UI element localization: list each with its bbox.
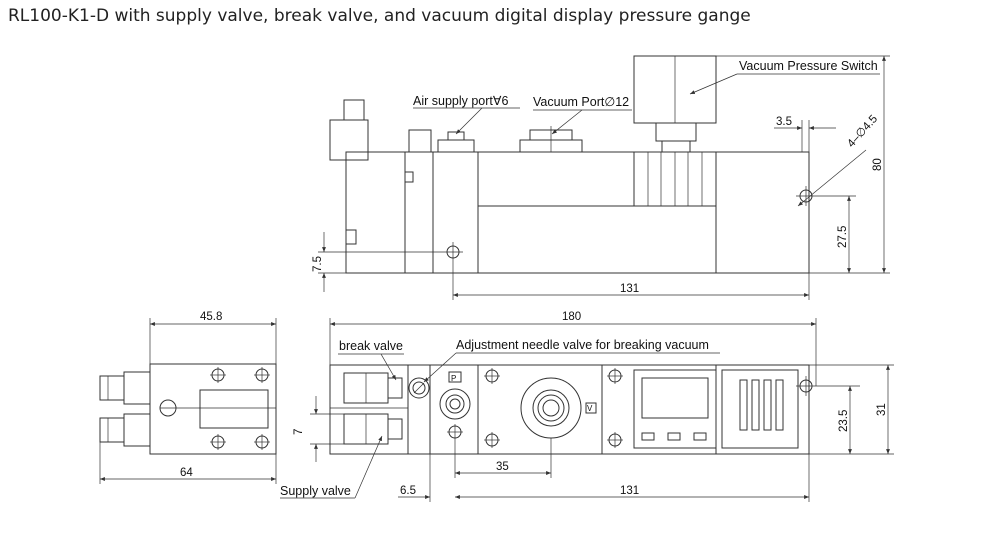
air-supply-port-label: Air supply port∀6	[413, 94, 508, 108]
p-marker: P	[451, 374, 456, 383]
end-view-body	[149, 363, 277, 455]
vacuum-pressure-switch-label: Vacuum Pressure Switch	[739, 59, 878, 73]
supply-valve-label: Supply valve	[280, 484, 351, 498]
plan-body	[329, 364, 810, 455]
front-view: P V 45.8	[99, 311, 894, 502]
dim-6-5: 6.5	[400, 485, 416, 497]
switch-fins	[721, 369, 799, 449]
supply-fitting	[408, 129, 432, 153]
dim-3-5: 3.5	[776, 116, 792, 128]
dim-80: 80	[872, 158, 884, 171]
hole-spec: 4–∅4.5	[845, 113, 880, 150]
dim-23-5: 23.5	[838, 410, 850, 432]
vacuum-port	[520, 377, 582, 439]
dim-35: 35	[496, 461, 509, 473]
page-title: RL100-K1-D with supply valve, break valv…	[8, 6, 751, 26]
needle-valve	[408, 377, 430, 399]
side-view: 80 27.5 3.5 4–∅4.5 131 7.5 Vacuum Pressu…	[312, 55, 890, 300]
dim-7-5: 7.5	[312, 256, 324, 272]
dim-27-5: 27.5	[837, 226, 849, 248]
dim-31: 31	[876, 403, 888, 416]
dim-45-8: 45.8	[200, 311, 222, 323]
manifold-body	[404, 151, 810, 274]
digital-display	[633, 369, 717, 449]
dim-131-bottom: 131	[620, 485, 639, 497]
dim-7: 7	[293, 429, 305, 435]
dim-180: 180	[562, 311, 581, 323]
dim-64: 64	[180, 467, 193, 479]
vacuum-port-label: Vacuum Port∅12	[533, 95, 629, 109]
v-marker: V	[587, 404, 593, 413]
air-supply-fitting	[437, 139, 475, 153]
adjustment-needle-label: Adjustment needle valve for breaking vac…	[456, 338, 709, 352]
dim-131-top: 131	[620, 283, 639, 295]
break-valve-label: break valve	[339, 339, 403, 353]
supply-port	[439, 388, 471, 420]
solenoid-valve	[345, 151, 406, 274]
